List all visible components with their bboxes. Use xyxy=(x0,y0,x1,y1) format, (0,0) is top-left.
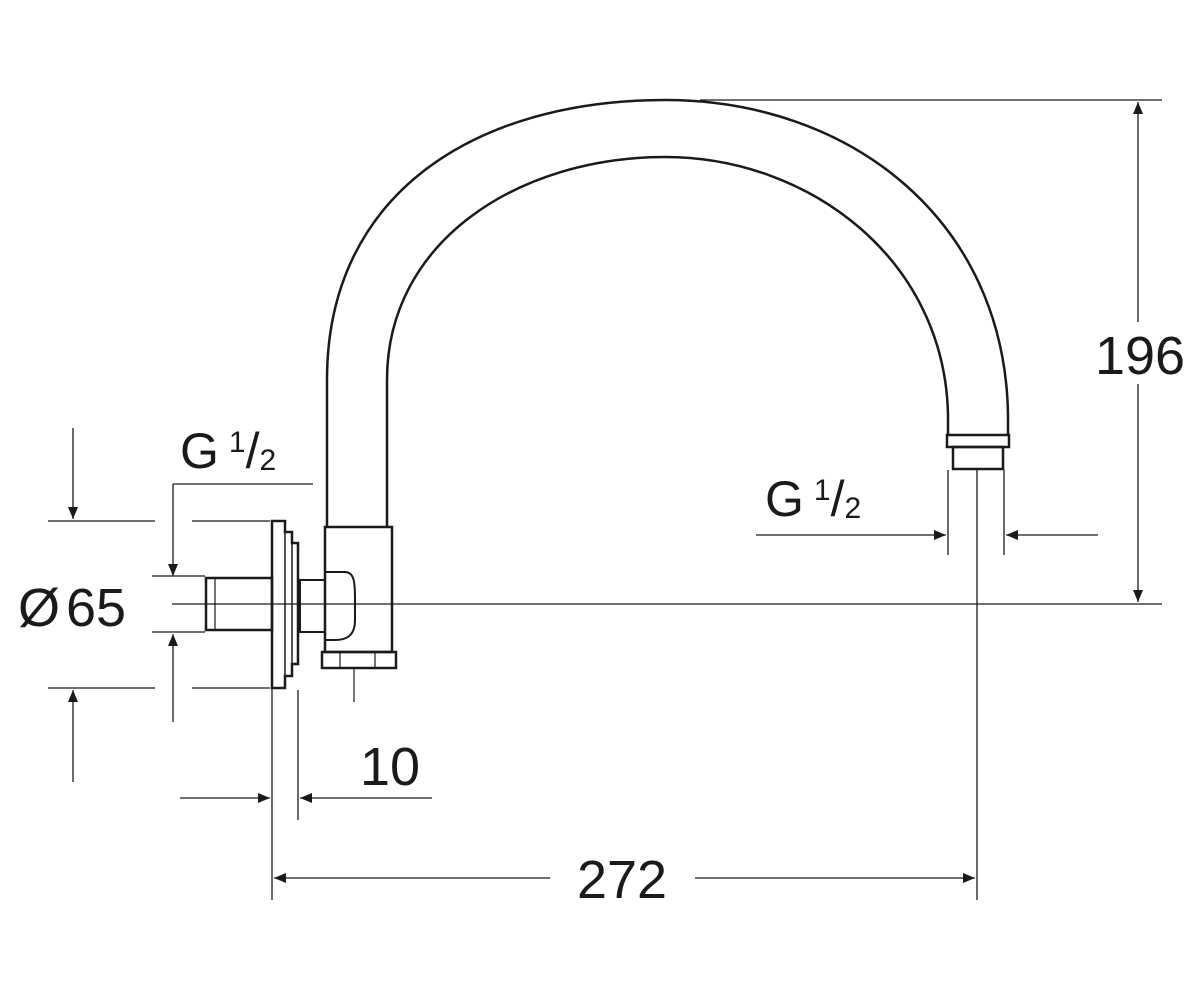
inlet-thread-letter: G xyxy=(180,423,219,479)
centerlines xyxy=(172,470,1162,900)
inlet-thread-denominator: 2 xyxy=(260,444,277,477)
svg-text:Ø65: Ø65 xyxy=(18,578,126,638)
flange-depth-label: 10 xyxy=(360,737,420,797)
wall-elbow-body xyxy=(299,525,398,702)
outlet-thread-numerator: 1 xyxy=(814,474,831,507)
inlet-thread-numerator: 1 xyxy=(229,426,246,459)
inlet-thread-slash: / xyxy=(246,423,260,479)
height-dimension-label: 196 xyxy=(1095,326,1185,386)
height-dimension: 196 xyxy=(700,99,1195,602)
outlet-thread-slash: / xyxy=(831,471,845,527)
outlet-thread-denominator: 2 xyxy=(845,492,862,525)
diameter-symbol: Ø xyxy=(18,578,60,638)
projection-dimension-label: 272 xyxy=(577,850,667,910)
shower-arm-outline xyxy=(325,98,1011,527)
diameter-value: 65 xyxy=(66,578,126,638)
outlet-thread-letter: G xyxy=(765,471,804,527)
projection-dimension: 272 xyxy=(274,850,975,910)
flange-depth-dimension: 10 xyxy=(180,737,432,803)
